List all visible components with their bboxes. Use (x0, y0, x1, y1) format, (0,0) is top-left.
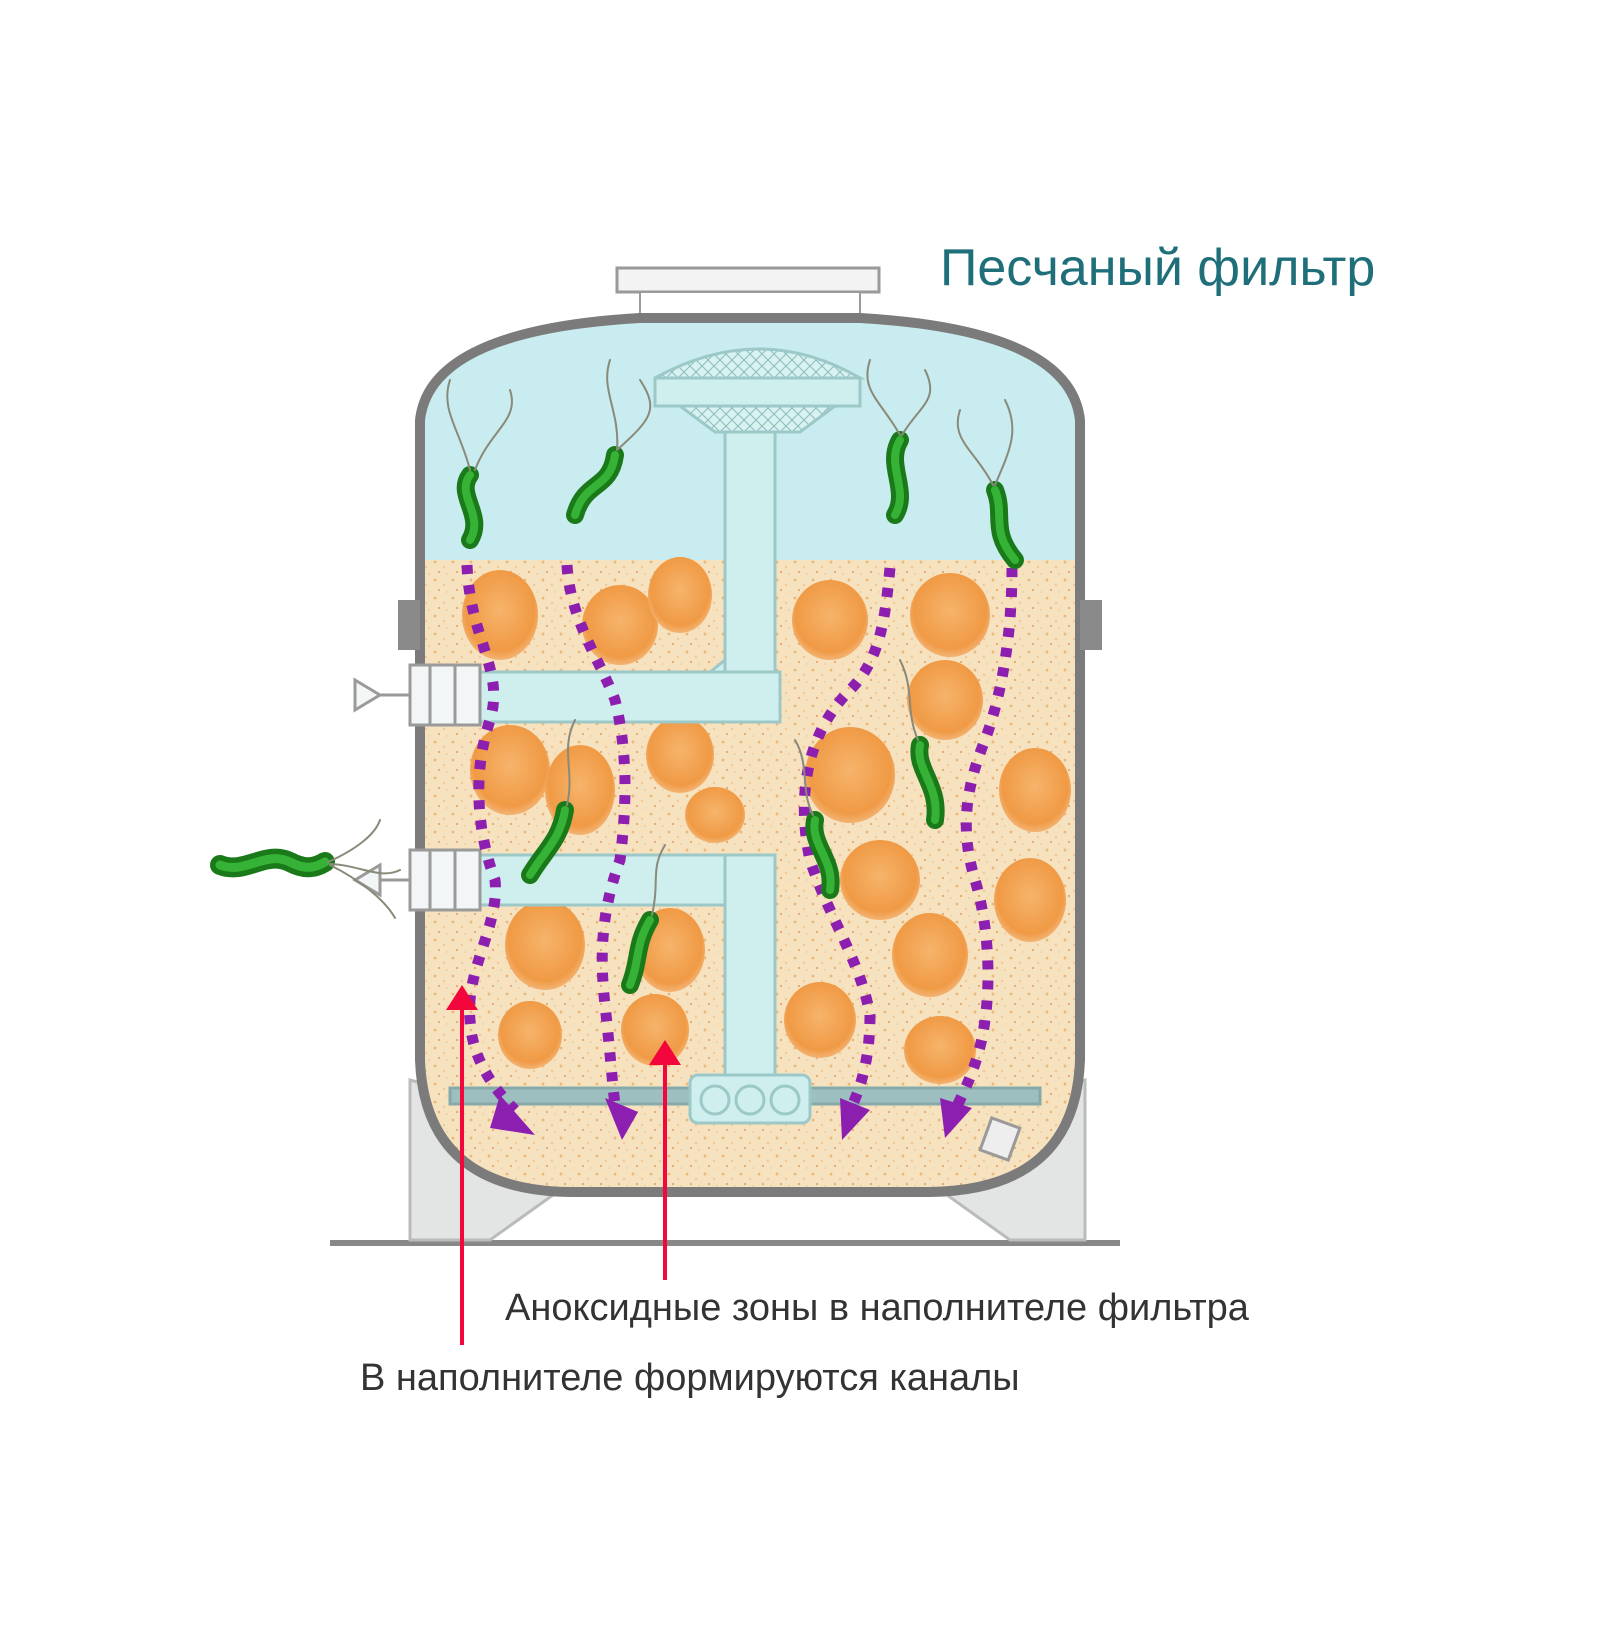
outlet-valves (352, 663, 482, 912)
flow-arrowhead-icon (605, 1098, 638, 1140)
flow-arrowhead-icon (940, 1098, 972, 1138)
flow-arrowhead-icon (490, 1095, 535, 1135)
anoxic-clumps (462, 557, 1071, 1084)
flow-arrowhead-icon (840, 1098, 870, 1140)
bacteria-icon (621, 844, 666, 994)
flow-path-2 (561, 564, 631, 1106)
bacteria-icon (446, 379, 513, 549)
bacteria-icon (521, 719, 576, 884)
label-anoxic-zones: Аноксидные зоны в наполнителе фильтра (505, 1287, 1250, 1329)
bacteria-icon (866, 359, 932, 524)
bacteria-icon (794, 739, 840, 899)
drain-fitting (978, 1115, 1022, 1163)
pointer-arrowhead-icon (446, 985, 478, 1010)
bacteria-icon (566, 359, 652, 524)
pointer-arrows (446, 985, 681, 1345)
label-channels: В наполнителе формируются каналы (360, 1357, 1020, 1399)
diagram-title: Песчаный фильтр (940, 239, 1375, 297)
floor-line (330, 1240, 1120, 1246)
flow-path-1 (461, 564, 519, 1114)
bacteria-icon (210, 819, 401, 919)
flow-arrowheads (490, 1095, 972, 1140)
bacteria-icon (899, 659, 945, 829)
flow-paths (461, 564, 1018, 1114)
flow-path-4 (950, 567, 1018, 1113)
bacteria-group (210, 359, 1024, 994)
bacteria-icon (956, 399, 1024, 569)
pointer-arrowhead-icon (649, 1040, 681, 1065)
